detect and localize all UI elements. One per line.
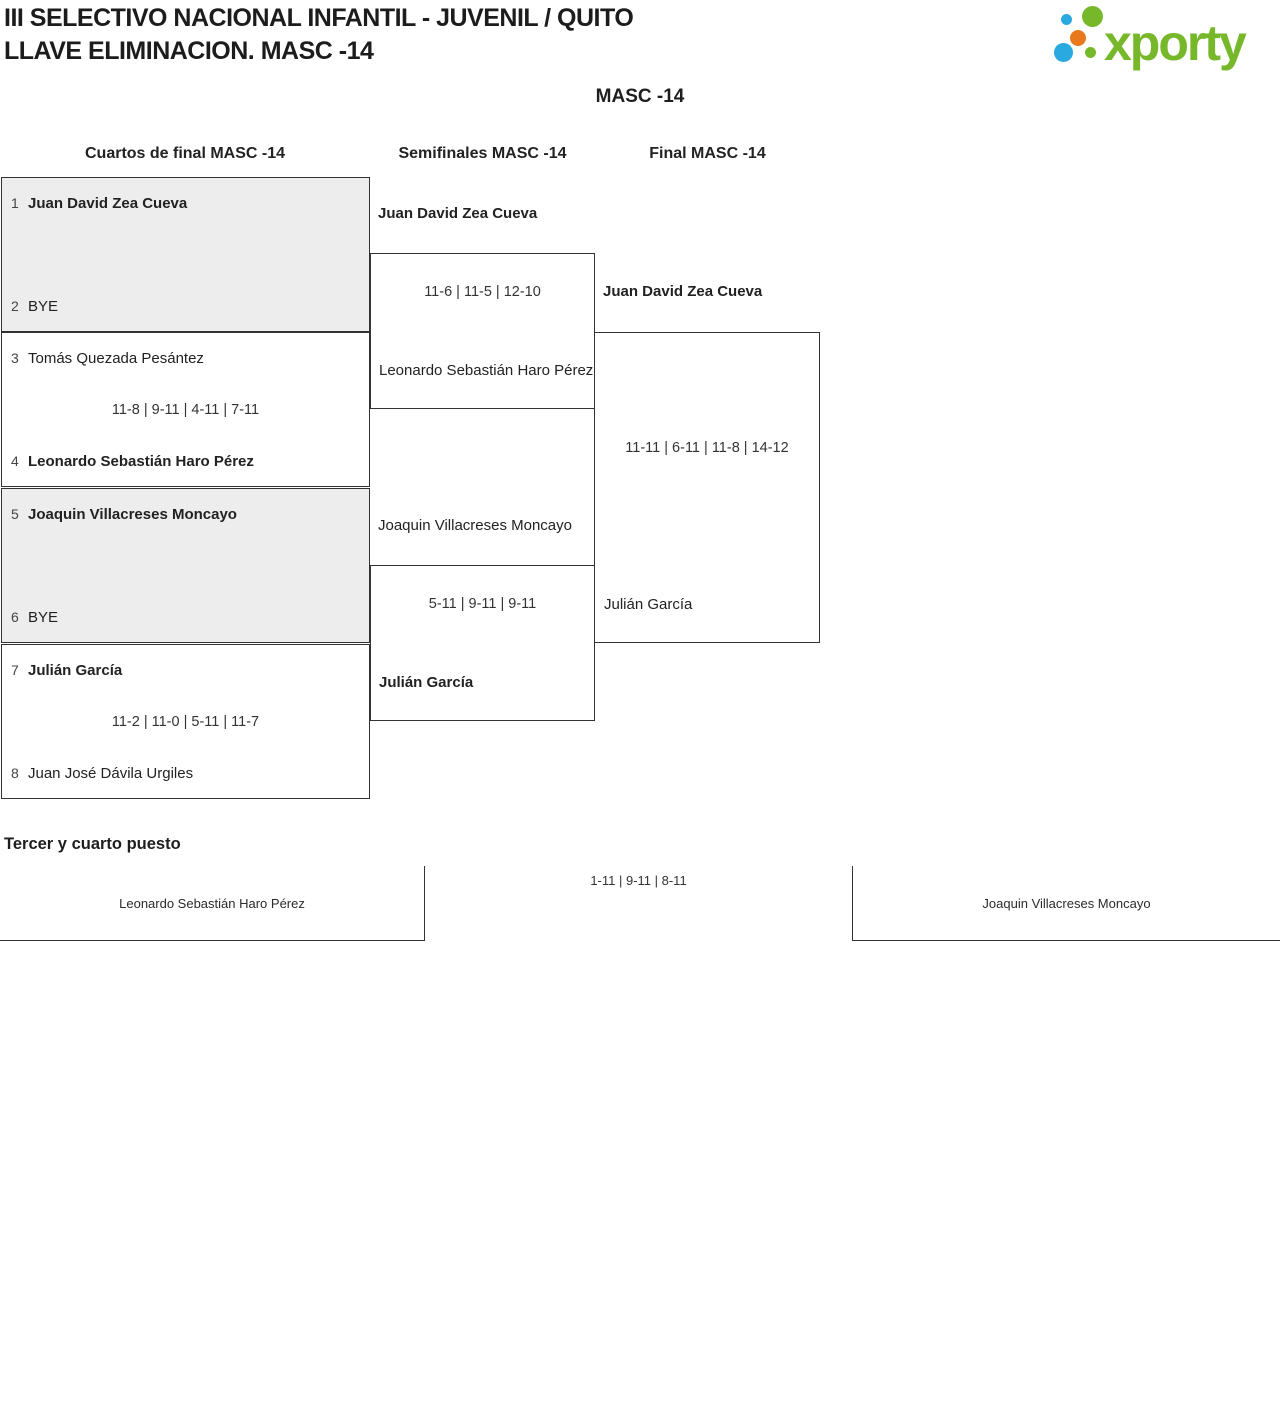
player-name: Juan David Zea Cueva bbox=[28, 195, 188, 212]
match-qf1[interactable]: 1 Juan David Zea Cueva 2 BYE bbox=[1, 177, 370, 332]
player-name: Juan David Zea Cueva bbox=[603, 283, 763, 300]
logo-wordmark: xporty bbox=[1104, 15, 1247, 71]
player-name: Joaquin Villacreses Moncayo bbox=[28, 506, 237, 523]
bracket-subtitle: LLAVE ELIMINACION. MASC -14 bbox=[4, 37, 374, 65]
player-name: BYE bbox=[28, 298, 59, 315]
player-name: Juan José Dávila Urgiles bbox=[28, 765, 194, 782]
match-final[interactable]: 11-11 | 6-11 | 11-8 | 14-12 Julián Garcí… bbox=[594, 332, 820, 643]
round-header-quarterfinals: Cuartos de final MASC -14 bbox=[84, 145, 286, 162]
player-name: Tomás Quezada Pesántez bbox=[28, 350, 204, 367]
match-qf4[interactable]: 7 Julián García 11-2 | 11-0 | 5-11 | 11-7… bbox=[1, 644, 370, 799]
round-header-semifinals: Semifinales MASC -14 bbox=[398, 145, 567, 162]
match-score: 11-8 | 9-11 | 4-11 | 7-11 bbox=[111, 402, 260, 418]
logo-dot-icon bbox=[1070, 30, 1086, 46]
logo-dot-icon bbox=[1085, 47, 1096, 58]
player-name: Leonardo Sebastián Haro Pérez bbox=[119, 895, 305, 911]
player-name: Joaquin Villacreses Moncayo bbox=[378, 517, 572, 534]
match-score: 1-11 | 9-11 | 8-11 bbox=[590, 873, 687, 888]
logo-dot-icon bbox=[1061, 14, 1072, 25]
player-name: Julián García bbox=[28, 662, 123, 679]
third-place-player1-cell[interactable]: Leonardo Sebastián Haro Pérez bbox=[0, 866, 425, 941]
round-header-final: Final MASC -14 bbox=[649, 145, 766, 162]
tournament-title: III SELECTIVO NACIONAL INFANTIL - JUVENI… bbox=[4, 4, 634, 32]
seed-number: 1 bbox=[11, 195, 19, 211]
player-row: 8 Juan José Dávila Urgiles bbox=[11, 764, 193, 783]
player-row: 5 Joaquin Villacreses Moncayo bbox=[11, 505, 237, 524]
match-score: 11-2 | 11-0 | 5-11 | 11-7 bbox=[111, 714, 260, 730]
player-name: Leonardo Sebastián Haro Pérez bbox=[379, 362, 594, 379]
player-name: Juan David Zea Cueva bbox=[378, 205, 538, 222]
category-heading: MASC -14 bbox=[595, 86, 685, 107]
player-name: BYE bbox=[28, 609, 59, 626]
seed-number: 7 bbox=[11, 662, 19, 678]
third-place-heading: Tercer y cuarto puesto bbox=[4, 835, 181, 853]
match-score: 11-6 | 11-5 | 12-10 bbox=[424, 284, 541, 300]
player-name: Julián García bbox=[379, 674, 474, 691]
seed-number: 8 bbox=[11, 765, 19, 781]
match-sf2[interactable]: 5-11 | 9-11 | 9-11 Julián García bbox=[370, 565, 595, 721]
logo-dot-icon bbox=[1054, 43, 1073, 62]
seed-number: 6 bbox=[11, 609, 19, 625]
player-name: Julián García bbox=[604, 596, 693, 613]
logo-dot-icon bbox=[1082, 6, 1103, 27]
player-row: 3 Tomás Quezada Pesántez bbox=[11, 349, 204, 368]
player-row: 1 Juan David Zea Cueva bbox=[11, 194, 187, 213]
xporty-logo[interactable]: xporty bbox=[1048, 3, 1276, 75]
player-row: 4 Leonardo Sebastián Haro Pérez bbox=[11, 452, 254, 471]
match-qf2[interactable]: 3 Tomás Quezada Pesántez 11-8 | 9-11 | 4-… bbox=[1, 332, 370, 487]
seed-number: 3 bbox=[11, 350, 19, 366]
player-name: Joaquin Villacreses Moncayo bbox=[982, 895, 1151, 911]
player-name: Leonardo Sebastián Haro Pérez bbox=[28, 453, 254, 470]
seed-number: 4 bbox=[11, 453, 19, 469]
seed-number: 5 bbox=[11, 506, 19, 522]
match-score: 11-11 | 6-11 | 11-8 | 14-12 bbox=[625, 440, 789, 456]
match-score: 5-11 | 9-11 | 9-11 bbox=[428, 596, 537, 612]
player-row: 7 Julián García bbox=[11, 661, 122, 680]
match-sf1[interactable]: 11-6 | 11-5 | 12-10 Leonardo Sebastián H… bbox=[370, 253, 595, 409]
player-row: 2 BYE bbox=[11, 297, 58, 316]
third-place-player2-cell[interactable]: Joaquin Villacreses Moncayo bbox=[852, 866, 1280, 941]
seed-number: 2 bbox=[11, 298, 19, 314]
player-row: 6 BYE bbox=[11, 608, 58, 627]
match-qf3[interactable]: 5 Joaquin Villacreses Moncayo 6 BYE bbox=[1, 488, 370, 643]
